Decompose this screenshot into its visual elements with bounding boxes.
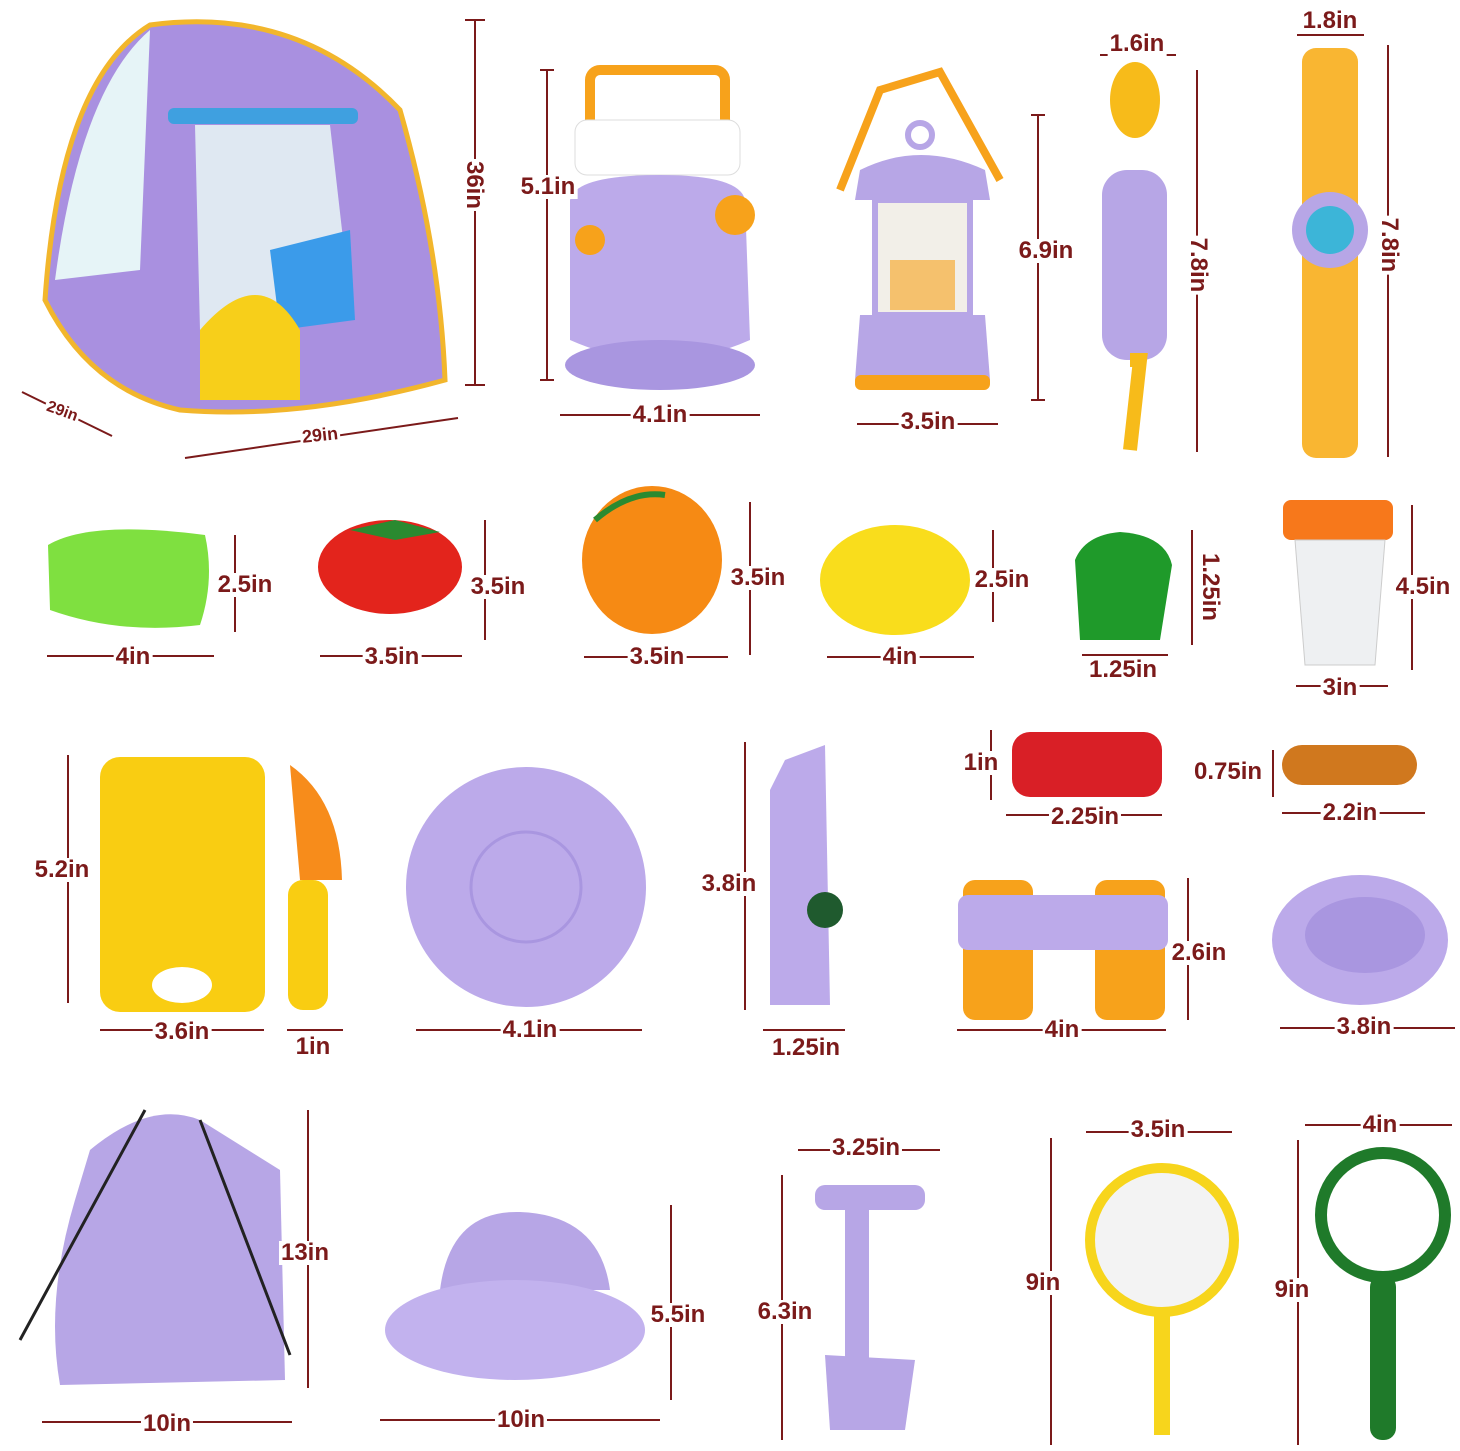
butterfly-net-image	[1085, 1163, 1239, 1435]
tomato-height-label: 3.5in	[468, 573, 528, 600]
drawstring-bag-image	[55, 1114, 285, 1385]
shovel-width-label: 3.25in	[829, 1134, 903, 1161]
lemon-image	[820, 525, 970, 635]
net-height-label: 9in	[1023, 1269, 1063, 1296]
bag-width-label: 10in	[140, 1410, 194, 1437]
watch-width-label: 1.8in	[1300, 7, 1360, 34]
bowl-image	[1272, 875, 1448, 1005]
sausage-image	[1282, 745, 1417, 785]
board-width-label: 3.6in	[152, 1018, 212, 1045]
pepper-height-label: 1.25in	[1197, 550, 1224, 624]
starfruit-width-label: 4in	[113, 643, 153, 670]
binoculars-image	[958, 880, 1168, 1020]
pepper-width-label: 1.25in	[1086, 656, 1160, 683]
whistle-height-label: 3.8in	[699, 870, 759, 897]
lantern-width-label: 3.5in	[898, 408, 958, 435]
cup-image	[1283, 500, 1393, 666]
bowl-width-label: 3.8in	[1334, 1013, 1394, 1040]
pepper-image	[1075, 532, 1172, 640]
lemon-height-label: 2.5in	[972, 566, 1032, 593]
starfruit-height-label: 2.5in	[215, 571, 275, 598]
sausage-width-label: 2.2in	[1320, 799, 1380, 826]
tomato-image	[318, 520, 462, 614]
cup-height-label: 4.5in	[1393, 573, 1453, 600]
meat-image	[1012, 732, 1162, 797]
tent-height-label: 36in	[461, 158, 488, 212]
net-width-label: 3.5in	[1128, 1116, 1188, 1143]
sausage-height-label: 0.75in	[1191, 758, 1265, 785]
cup-width-label: 3in	[1320, 674, 1360, 701]
hat-width-label: 10in	[494, 1406, 548, 1433]
orange-height-label: 3.5in	[728, 564, 788, 591]
utensil-image	[1102, 62, 1167, 451]
lemon-width-label: 4in	[880, 643, 920, 670]
knife-image	[290, 765, 342, 880]
tomato-width-label: 3.5in	[362, 643, 422, 670]
tent-image	[42, 19, 448, 415]
whistle-width-label: 1.25in	[769, 1034, 843, 1061]
binoculars-height-label: 2.6in	[1169, 939, 1229, 966]
orange-width-label: 3.5in	[627, 643, 687, 670]
knife-width-label: 1in	[293, 1033, 333, 1060]
watch-height-label: 7.8in	[1376, 215, 1403, 275]
lantern-image	[836, 67, 1004, 390]
magnifier-width-label: 4in	[1360, 1111, 1400, 1138]
starfruit-image	[48, 529, 209, 628]
watch-image	[1292, 48, 1368, 458]
magnifier-height-label: 9in	[1272, 1276, 1312, 1303]
cutting-board-image	[100, 757, 265, 1012]
magnifier-image	[1315, 1147, 1451, 1440]
binoculars-width-label: 4in	[1042, 1016, 1082, 1043]
shovel-image	[815, 1185, 925, 1430]
board-height-label: 5.2in	[32, 856, 92, 883]
whistle-compass-image	[770, 745, 843, 1005]
shovel-height-label: 6.3in	[755, 1298, 815, 1325]
meat-height-label: 1in	[961, 749, 1001, 776]
utensil-width-label: 1.6in	[1107, 30, 1167, 57]
tent-width-label: 29in	[299, 423, 341, 447]
plate-image	[406, 767, 646, 1007]
bucket-hat-image	[385, 1211, 645, 1380]
stove-width-label: 4.1in	[630, 401, 690, 428]
utensil-height-label: 7.8in	[1185, 235, 1212, 295]
stove-height-label: 5.1in	[518, 173, 578, 200]
stove-image	[565, 65, 755, 390]
plate-width-label: 4.1in	[500, 1016, 560, 1043]
bag-height-label: 13in	[278, 1239, 332, 1266]
hat-height-label: 5.5in	[648, 1301, 708, 1328]
lantern-height-label: 6.9in	[1016, 237, 1076, 264]
orange-image	[582, 486, 722, 634]
meat-width-label: 2.25in	[1048, 803, 1122, 830]
